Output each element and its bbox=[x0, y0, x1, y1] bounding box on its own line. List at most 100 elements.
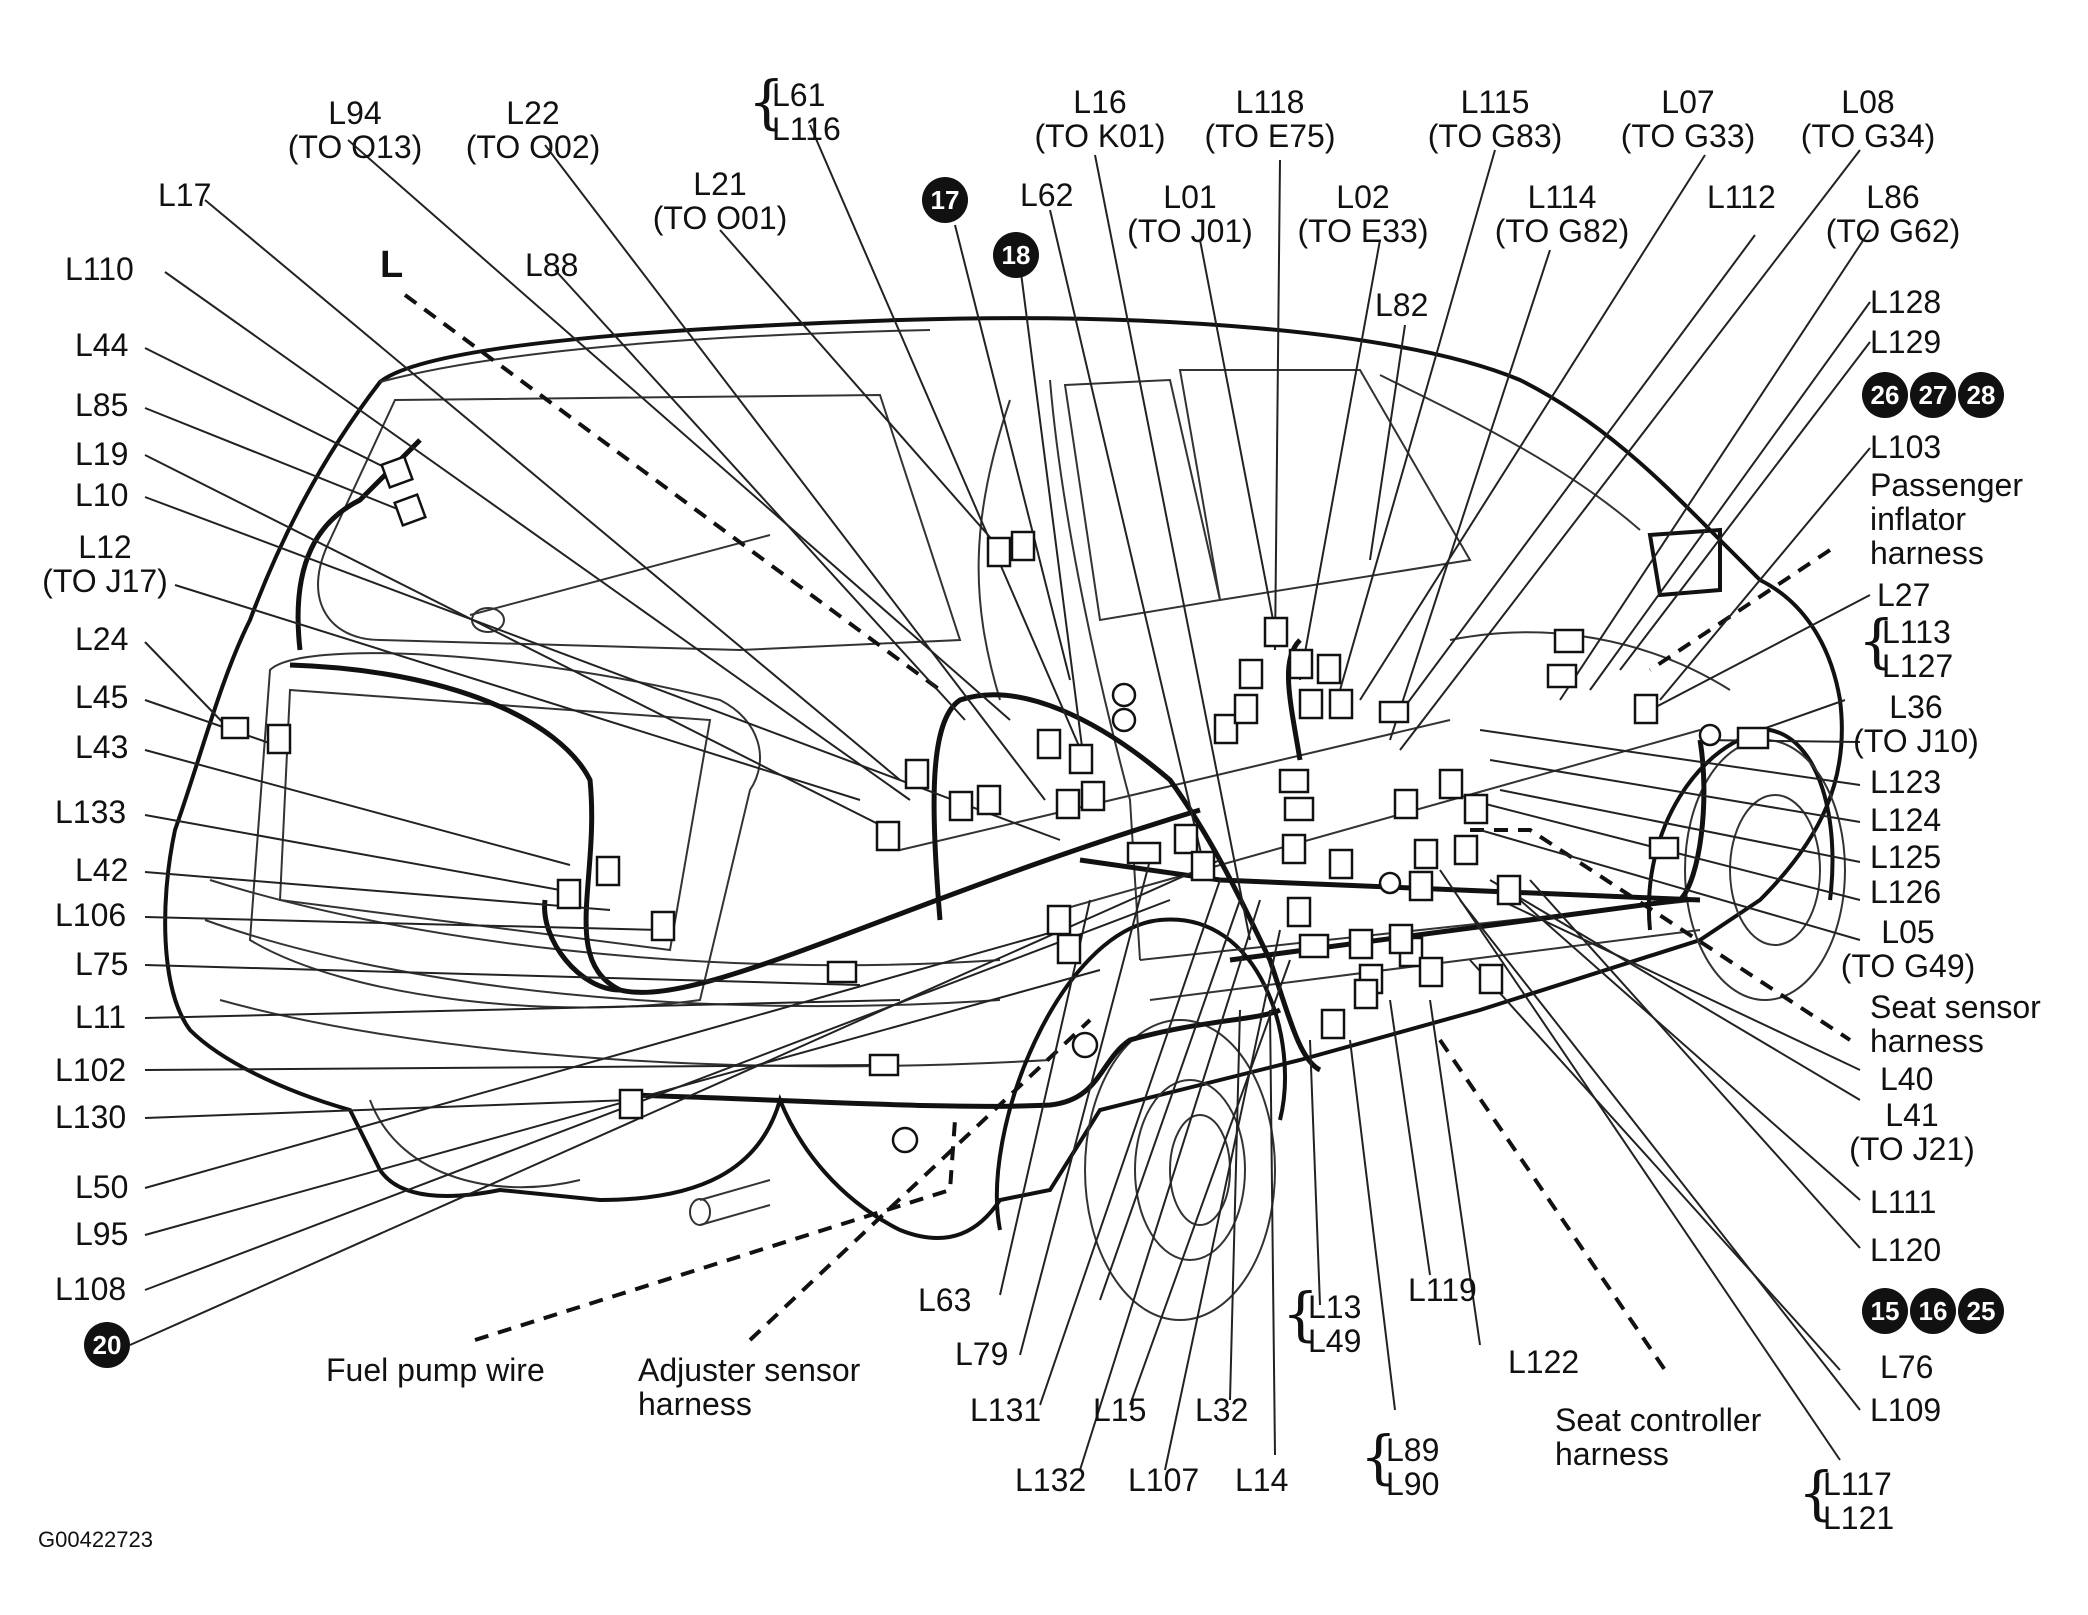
grommets bbox=[891, 682, 1722, 1154]
bumper-line-2 bbox=[204, 919, 1001, 1008]
label-l109: L109 bbox=[1870, 1392, 1942, 1428]
harness-pillar bbox=[931, 692, 1322, 1073]
harness-fuel bbox=[629, 1007, 1282, 1109]
brace-l13-l49: { bbox=[1282, 1280, 1319, 1348]
label-l128: L128 bbox=[1870, 284, 1942, 320]
label-l118: L118(TO E75) bbox=[1204, 84, 1336, 154]
label-l44: L44 bbox=[75, 327, 129, 363]
label-l14: L14 bbox=[1235, 1462, 1289, 1498]
label-l107: L107 bbox=[1128, 1462, 1200, 1498]
label-l27: L27 bbox=[1877, 577, 1931, 613]
label-l79: L79 bbox=[955, 1336, 1009, 1372]
label-l82: L82 bbox=[1375, 287, 1429, 323]
label-l07: L07(TO G33) bbox=[1620, 84, 1756, 154]
label-l126: L126 bbox=[1870, 874, 1942, 910]
windshield bbox=[1379, 374, 1641, 531]
label-l21: L21(TO O01) bbox=[652, 166, 788, 236]
label-l95: L95 bbox=[75, 1216, 129, 1252]
label-l88: L88 bbox=[525, 247, 579, 283]
diagram-id: G00422723 bbox=[38, 1527, 153, 1552]
harness-front bbox=[1229, 739, 1707, 963]
callout-18: 18 bbox=[993, 232, 1039, 278]
label-l43: L43 bbox=[75, 729, 129, 765]
label-l08: L08(TO G34) bbox=[1800, 84, 1936, 154]
leader-lines bbox=[129, 124, 1871, 1471]
lower-bumper bbox=[369, 1099, 581, 1189]
label-l76: L76 bbox=[1880, 1349, 1934, 1385]
label-l102: L102 bbox=[55, 1052, 127, 1088]
label-l120: L120 bbox=[1870, 1232, 1942, 1268]
label-l111: L111 bbox=[1870, 1184, 1937, 1220]
side-mirror bbox=[1647, 527, 1722, 598]
label-l103: L103 bbox=[1870, 429, 1942, 465]
brace-l113-l127: { bbox=[1858, 607, 1895, 675]
label-l112: L112 bbox=[1707, 179, 1776, 215]
label-l62: L62 bbox=[1020, 177, 1074, 213]
rear-door-window bbox=[1063, 378, 1222, 622]
label-l16: L16(TO K01) bbox=[1034, 84, 1166, 154]
label-l115: L115(TO G83) bbox=[1427, 84, 1563, 154]
harness-hatch bbox=[289, 662, 1201, 995]
body-outline bbox=[163, 316, 1844, 1240]
label-l17: L17 bbox=[158, 177, 212, 213]
brace-l89-l90: { bbox=[1360, 1423, 1397, 1491]
label-l75: L75 bbox=[75, 946, 129, 982]
label-l86: L86(TO G62) bbox=[1825, 179, 1961, 249]
b-pillar bbox=[1049, 379, 1141, 961]
label-l12: L12(TO J17) bbox=[42, 529, 168, 599]
label-l02: L02(TO E33) bbox=[1297, 179, 1429, 249]
label-l40: L40 bbox=[1880, 1061, 1934, 1097]
callout-16: 16 bbox=[1910, 1288, 1956, 1334]
label-l122: L122 bbox=[1508, 1344, 1580, 1380]
exhaust-tip bbox=[689, 1198, 711, 1226]
rear-glass bbox=[317, 393, 962, 652]
label-l45: L45 bbox=[75, 679, 129, 715]
label-l11: L11 bbox=[75, 999, 127, 1035]
seat-sensor-indicator bbox=[1470, 828, 1852, 1042]
label-l123: L123 bbox=[1870, 764, 1942, 800]
label-l22: L22(TO O02) bbox=[465, 95, 601, 165]
label-l108: L108 bbox=[55, 1271, 127, 1307]
label-l41: L41(TO J21) bbox=[1849, 1097, 1975, 1167]
front-wheel-hub bbox=[1729, 794, 1821, 946]
hatch-outline bbox=[248, 652, 761, 1009]
label-l19: L19 bbox=[75, 436, 129, 472]
label-l36: L36(TO J10) bbox=[1853, 689, 1979, 759]
label-l110: L110 bbox=[65, 251, 134, 287]
passenger-inflator-indicator bbox=[1648, 548, 1832, 672]
front-door-window bbox=[1178, 369, 1472, 602]
harness-rear bbox=[295, 438, 422, 651]
label-l32: L32 bbox=[1195, 1392, 1249, 1428]
label-l63: L63 bbox=[918, 1282, 972, 1318]
section-marker: L bbox=[380, 244, 404, 286]
label-l50: L50 bbox=[75, 1169, 129, 1205]
harness-center bbox=[1285, 638, 1303, 761]
exhaust-pipe bbox=[699, 1179, 771, 1226]
label-l10: L10 bbox=[75, 477, 129, 513]
brace-l61-l116: { bbox=[748, 68, 785, 136]
label-l24: L24 bbox=[75, 621, 129, 657]
label-l85: L85 bbox=[75, 387, 129, 423]
brace-l117-l121: { bbox=[1798, 1459, 1835, 1527]
bumper-line-1 bbox=[209, 879, 1001, 967]
label-l15: L15 bbox=[1093, 1392, 1147, 1428]
label-l133: L133 bbox=[55, 794, 127, 830]
label-l01: L01(TO J01) bbox=[1127, 179, 1253, 249]
label-l131: L131 bbox=[970, 1392, 1042, 1428]
harness-left-loop bbox=[542, 899, 621, 993]
label-l05: L05(TO G49) bbox=[1840, 914, 1976, 984]
section-l-indicator bbox=[403, 293, 942, 692]
callout-17: 17 bbox=[922, 177, 968, 223]
label-l130: L130 bbox=[55, 1099, 127, 1135]
callout-25: 25 bbox=[1958, 1288, 2004, 1334]
